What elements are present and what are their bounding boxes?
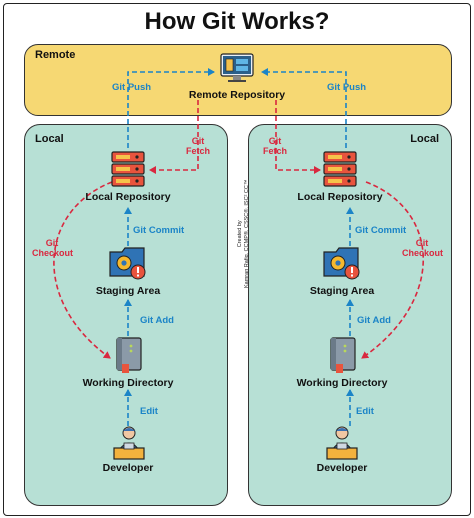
right-staging-area-icon [322, 244, 362, 287]
left-working-directory-label: Working Directory [82, 377, 174, 389]
left-checkout-arrow [53, 181, 113, 359]
left-git-add-label: Git Add [140, 315, 174, 326]
remote-repository-icon [220, 52, 254, 89]
diagram-title: How Git Works? [144, 8, 330, 35]
right-push-arrow [261, 68, 347, 148]
left-local-region: Local [24, 124, 228, 506]
right-fetch-arrow [275, 100, 321, 174]
right-git-add-label: Git Add [357, 315, 391, 326]
left-edit-label: Edit [140, 406, 158, 417]
right-developer-label: Developer [316, 462, 368, 474]
right-local-label: Local [410, 133, 439, 145]
right-working-directory-icon [328, 336, 358, 379]
left-developer-label: Developer [102, 462, 154, 474]
right-edit-label: Edit [356, 406, 374, 417]
remote-region-label: Remote [35, 49, 76, 61]
left-push-arrow [127, 68, 215, 148]
left-fetch-arrow [149, 100, 199, 174]
left-developer-icon [112, 424, 146, 465]
remote-repository-label: Remote Repository [188, 89, 286, 101]
right-git-push-label: Git Push [327, 82, 367, 93]
right-developer-icon [325, 424, 359, 465]
right-git-commit-label: Git Commit [355, 225, 407, 236]
left-staging-area-label: Staging Area [95, 285, 161, 297]
credit-text: Created by Kamran Rafiq, CCMP®, CSSC®, I… [237, 179, 250, 288]
left-local-repository-icon [110, 150, 146, 193]
right-staging-area-label: Staging Area [309, 285, 375, 297]
right-checkout-arrow [361, 181, 424, 359]
left-git-commit-label: Git Commit [133, 225, 185, 236]
left-staging-area-icon [108, 244, 148, 287]
right-local-repository-icon [322, 150, 358, 193]
left-local-repository-label: Local Repository [85, 191, 171, 203]
right-local-repository-label: Local Repository [297, 191, 383, 203]
left-local-label: Local [35, 133, 64, 145]
right-working-directory-label: Working Directory [296, 377, 388, 389]
left-git-push-label: Git Push [112, 82, 152, 93]
left-working-directory-icon [114, 336, 144, 379]
